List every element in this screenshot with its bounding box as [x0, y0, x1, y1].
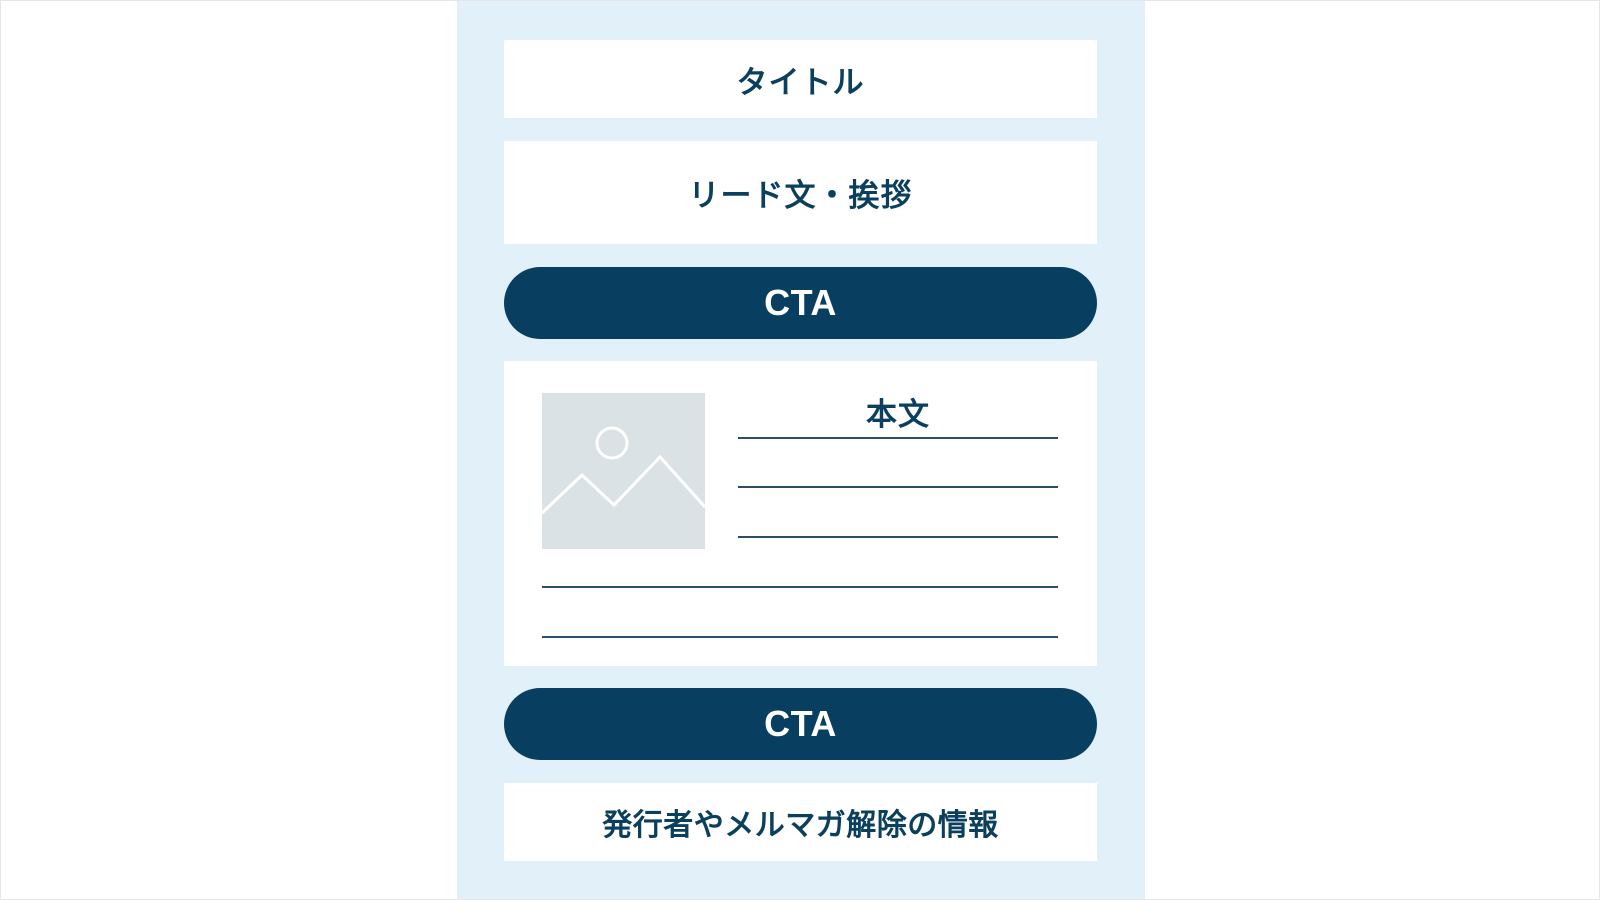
title-label: タイトル	[736, 64, 865, 101]
cta-button-top: CTA	[504, 267, 1097, 339]
footer-block: 発行者やメルマガ解除の情報	[504, 783, 1097, 861]
lead-label: リード文・挨拶	[688, 178, 913, 214]
email-layout-column: タイトル リード文・挨拶 CTA 本文 CTA	[457, 1, 1145, 899]
cta-bottom-label: CTA	[764, 703, 837, 744]
text-line	[542, 636, 1058, 638]
text-line	[738, 437, 1058, 439]
image-placeholder-icon	[542, 393, 705, 549]
text-line	[738, 486, 1058, 488]
cta-top-label: CTA	[764, 282, 837, 323]
text-line	[738, 536, 1058, 538]
title-block: タイトル	[504, 40, 1097, 118]
text-line	[542, 586, 1058, 588]
body-label: 本文	[866, 397, 930, 433]
footer-label: 発行者やメルマガ解除の情報	[602, 808, 999, 843]
cta-button-bottom: CTA	[504, 688, 1097, 760]
body-block: 本文	[504, 361, 1097, 666]
lead-block: リード文・挨拶	[504, 141, 1097, 244]
